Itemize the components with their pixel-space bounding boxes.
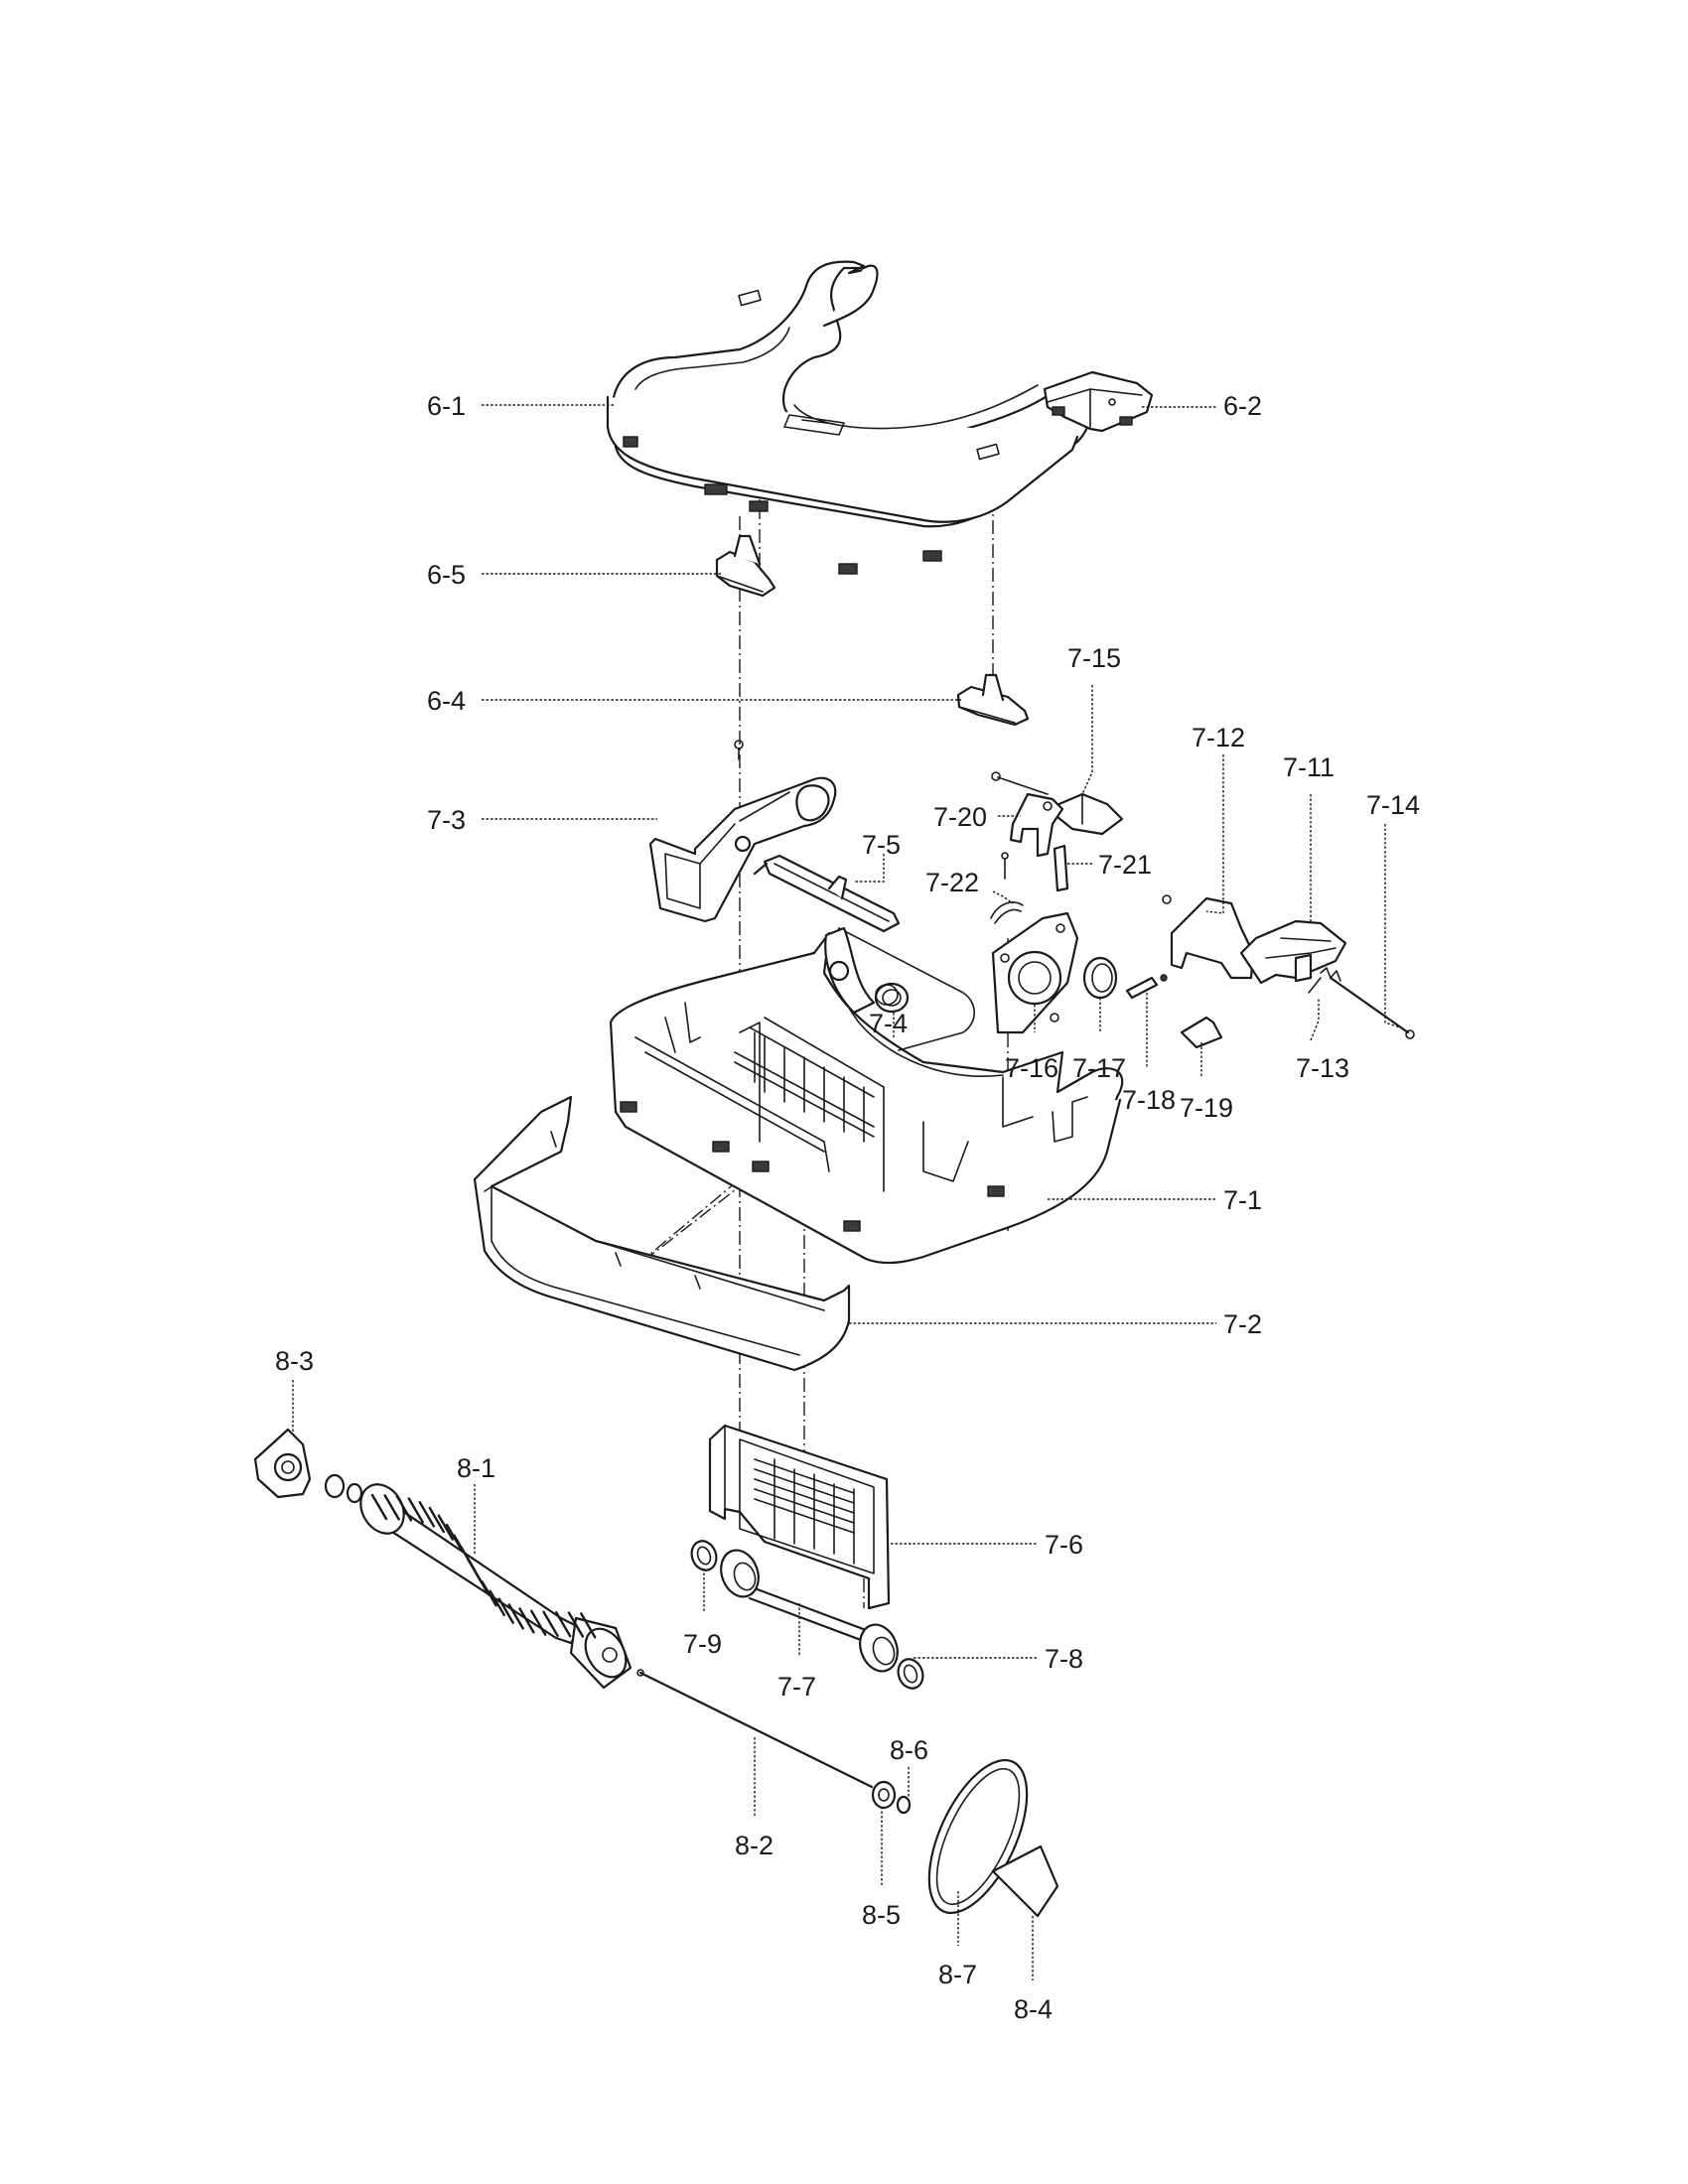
part-7-16-motor-mount: [991, 911, 1079, 1034]
callout-8-5: 8-5: [862, 1900, 901, 1930]
callout-7-11: 7-11: [1283, 752, 1335, 782]
part-7-7-roller-axle: [720, 1549, 899, 1673]
bristle-tuft: [437, 1514, 454, 1541]
part-7-20-screw: [991, 771, 1049, 795]
part-7-1-base-housing: [609, 926, 1124, 1265]
part-8-1-brush-roll: [359, 1483, 633, 1690]
leader-lines: [292, 404, 1401, 1980]
bristle-tuft: [481, 1580, 497, 1607]
part-7-14-rod: [1329, 976, 1415, 1039]
callout-7-6: 7-6: [1045, 1530, 1083, 1560]
callout-8-4: 8-4: [1014, 1994, 1053, 2024]
part-7-9-washer: [690, 1540, 718, 1571]
bristle-tuft: [542, 1610, 559, 1638]
callout-7-20: 7-20: [933, 802, 987, 832]
bristle-tuft: [407, 1497, 424, 1524]
part-7-21-strip: [1053, 844, 1069, 892]
part-7-19-spring-clip: [1180, 1016, 1223, 1049]
part-6-2-end-cap: [1043, 370, 1154, 433]
bristle-tuft: [418, 1501, 435, 1528]
part-8-7-belt: [927, 1758, 1029, 1915]
callout-8-6: 8-6: [890, 1735, 928, 1765]
part-7-3-air-duct: [648, 740, 837, 923]
bristle-tuft: [370, 1493, 388, 1521]
part-6-1-top-cover: [606, 260, 1090, 575]
part-7-8-washer: [897, 1658, 924, 1690]
callout-7-16: 7-16: [1005, 1053, 1058, 1083]
part-7-2-front-bumper: [473, 1095, 851, 1372]
part-7-4-grommet: [874, 982, 910, 1014]
callout-7-3: 7-3: [427, 805, 466, 835]
part-7-12-pedal-bracket: [1162, 894, 1255, 980]
bristle-tuft: [489, 1589, 505, 1617]
callout-6-2: 6-2: [1223, 391, 1262, 421]
part-8-3-end-cap: [253, 1428, 363, 1504]
callout-7-18: 7-18: [1122, 1085, 1176, 1115]
callout-7-1: 7-1: [1223, 1185, 1262, 1215]
callout-7-8: 7-8: [1045, 1644, 1083, 1674]
callout-7-15: 7-15: [1067, 643, 1121, 673]
bristle-tuft: [507, 1603, 524, 1630]
bristle-tuft: [497, 1597, 514, 1624]
part-7-20-bracket: [1009, 792, 1064, 858]
callout-8-3: 8-3: [275, 1346, 314, 1376]
part-7-17-hose-clamp: [1082, 956, 1118, 1000]
bristle-tuft: [567, 1611, 585, 1638]
callout-7-4: 7-4: [869, 1009, 908, 1038]
part-8-5-bearing: [871, 1780, 897, 1810]
callout-6-4: 6-4: [427, 686, 466, 716]
callout-7-7: 7-7: [777, 1672, 816, 1702]
callout-7-22: 7-22: [925, 868, 979, 897]
callout-7-2: 7-2: [1223, 1309, 1262, 1339]
callout-7-21: 7-21: [1098, 850, 1152, 880]
callout-7-19: 7-19: [1180, 1093, 1233, 1123]
bristle-tuft: [395, 1495, 413, 1522]
callout-7-17: 7-17: [1072, 1053, 1126, 1083]
part-7-18-pin: [1125, 974, 1168, 1000]
bristle-tuft: [555, 1610, 572, 1638]
bristle-tuft: [580, 1612, 597, 1639]
callout-7-13: 7-13: [1296, 1053, 1349, 1083]
bristle-tuft: [383, 1494, 400, 1521]
callout-labels: 6-1 6-2 6-5 6-4 7-3 7-15 7-20 7-5 7-21 7…: [275, 391, 1420, 2024]
callout-7-9: 7-9: [683, 1629, 722, 1659]
part-6-4-clip: [956, 673, 1030, 727]
bristle-tuft: [428, 1506, 445, 1534]
callout-7-12: 7-12: [1192, 723, 1245, 752]
bristle-tuft: [518, 1607, 535, 1634]
callout-8-7: 8-7: [938, 1960, 977, 1989]
part-8-4-pad: [991, 1844, 1059, 1918]
callout-6-1: 6-1: [427, 391, 466, 421]
part-7-5-flap: [753, 854, 901, 933]
part-7-22-clip-and-pin: [990, 852, 1024, 924]
callout-7-14: 7-14: [1366, 790, 1420, 820]
bristle-tuft: [530, 1609, 547, 1636]
part-8-6-washer: [896, 1795, 912, 1815]
callout-7-5: 7-5: [862, 830, 901, 860]
callout-8-1: 8-1: [457, 1453, 495, 1483]
callout-8-2: 8-2: [735, 1831, 774, 1860]
callout-6-5: 6-5: [427, 560, 466, 590]
part-7-6-filter: [708, 1424, 891, 1610]
part-8-2-shaft: [636, 1669, 874, 1789]
part-7-15-latch-bracket: [1046, 792, 1124, 836]
part-6-5-clip: [715, 534, 776, 598]
part-7-11-pedal: [1239, 919, 1347, 985]
